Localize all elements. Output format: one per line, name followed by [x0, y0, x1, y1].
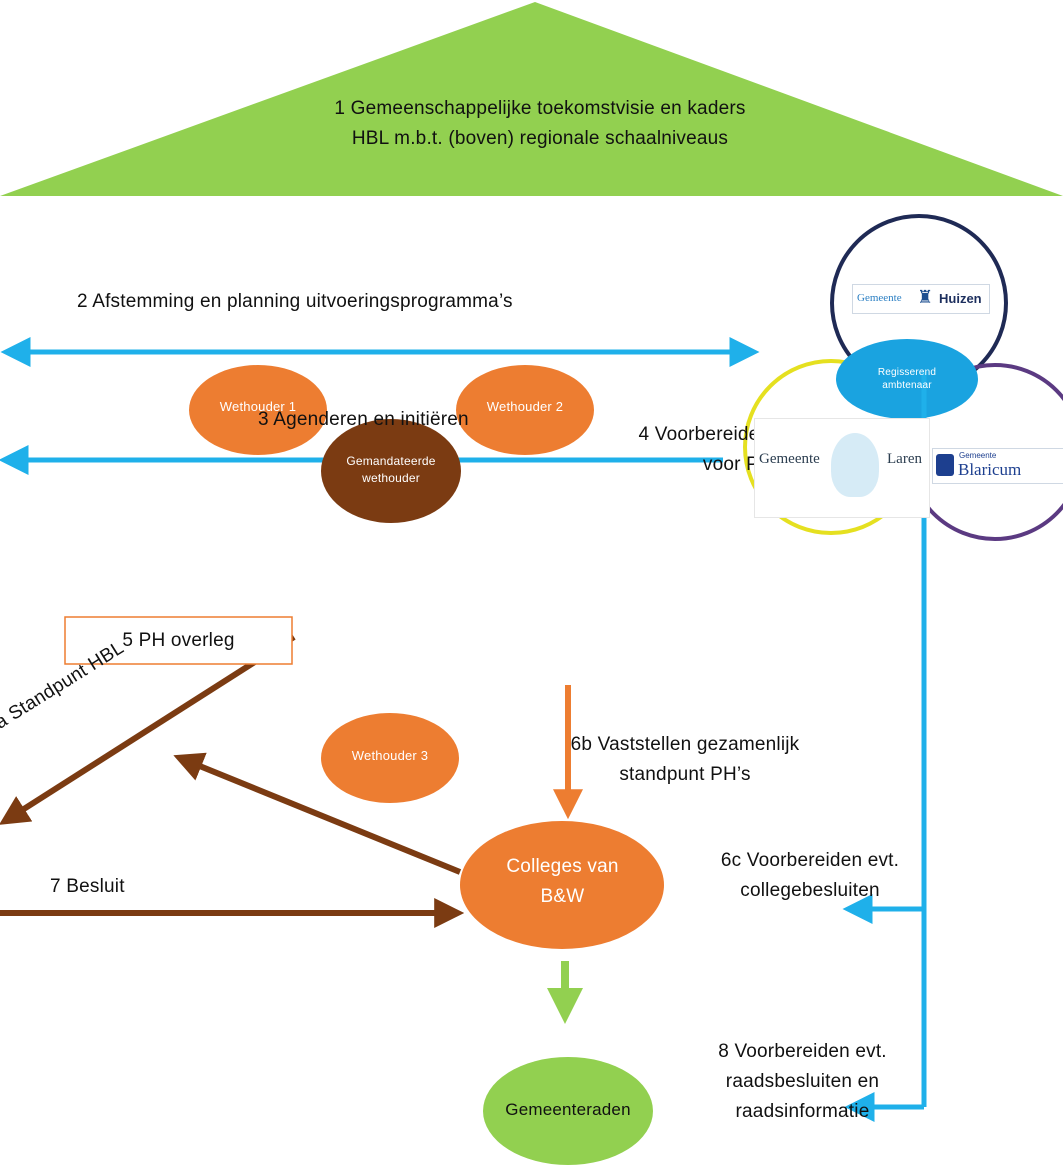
- colleges-label: Colleges van B&W: [506, 856, 619, 907]
- regisserend-ellipse: [836, 339, 978, 419]
- logo-blaricum: Gemeente Blaricum: [932, 448, 1063, 484]
- blaricum-emblem-icon: [936, 454, 954, 476]
- colleges-ellipse: [460, 821, 664, 949]
- label-step-7: 7 Besluit: [50, 876, 125, 897]
- wethouder-1-label: Wethouder 1: [219, 399, 297, 414]
- logo-huizen: Gemeente ♜ Huizen: [852, 284, 990, 314]
- raden-ellipse: [483, 1057, 653, 1165]
- huizen-figure-icon: ♜: [917, 287, 934, 307]
- wethouder-3-label: Wethouder 3: [351, 748, 429, 763]
- wethouder-2-label: Wethouder 2: [486, 399, 564, 414]
- laren-tree-icon: [831, 433, 879, 497]
- label-step-6b: 6b Vaststellen gezamenlijk standpunt PH’…: [570, 734, 800, 785]
- label-step-2: 2 Afstemming en planning uitvoeringsprog…: [77, 291, 513, 312]
- ph-overleg-label: 5 PH overleg: [122, 630, 235, 651]
- roof-text: 1 Gemeenschappelijke toekomstvisie en ka…: [334, 98, 746, 149]
- laren-left: Gemeente: [759, 451, 820, 467]
- arrow-from-colleges: [173, 752, 462, 875]
- logo-laren: Gemeente Laren: [754, 418, 930, 518]
- roof-triangle: [0, 2, 1063, 196]
- wethouder-2-ellipse: [456, 365, 594, 455]
- huizen-name: Huizen: [939, 291, 982, 306]
- huizen-prefix: Gemeente: [857, 292, 902, 304]
- raden-label: Gemeenteraden: [505, 1100, 631, 1119]
- blaricum-name: Blaricum: [958, 460, 1022, 479]
- arrow-6a-standpunt: [0, 634, 296, 825]
- gemandateerde-ellipse: [321, 419, 461, 523]
- wethouder-1-ellipse: [189, 365, 327, 455]
- regisserend-label: Regisserend ambtenaar: [877, 367, 937, 391]
- label-step-8: 8 Voorbereiden evt. raadsbesluiten en ra…: [718, 1041, 887, 1122]
- laren-right: Laren: [887, 451, 922, 467]
- ph-overleg-box: [64, 616, 293, 665]
- gemandateerde-label: Gemandateerde wethouder: [346, 454, 436, 485]
- label-step-3: 3 Agenderen en initiëren: [258, 409, 469, 430]
- label-step-6c: 6c Voorbereiden evt. collegebesluiten: [720, 850, 900, 901]
- blaricum-prefix: Gemeente: [959, 451, 997, 460]
- wethouder-3-ellipse: [321, 713, 459, 803]
